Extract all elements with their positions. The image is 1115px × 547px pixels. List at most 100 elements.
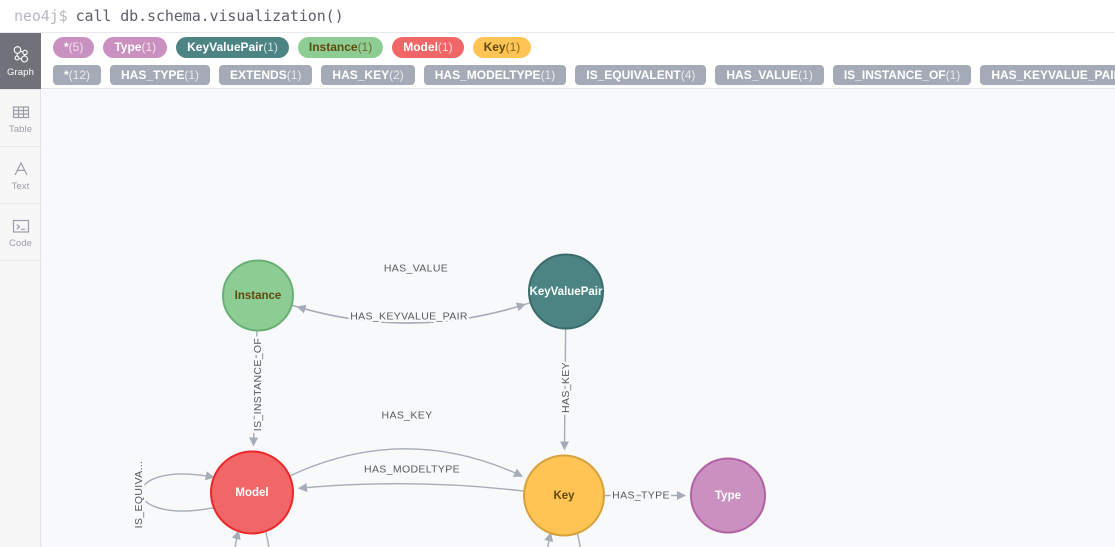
- query-prompt: neo4j$: [14, 7, 68, 25]
- chip-name: HAS_MODELTYPE: [434, 67, 541, 82]
- graph-node-instance[interactable]: Instance: [222, 259, 294, 332]
- sidebar-label-table: Table: [8, 123, 33, 135]
- chip-count: (1): [798, 67, 813, 82]
- edge-label-halo: IS_EQUIVA...: [133, 461, 145, 529]
- relationship-type-chip-has-type[interactable]: HAS_TYPE(1): [110, 64, 211, 85]
- chip-name: HAS_KEYVALUE_PAIR: [991, 67, 1115, 82]
- node-label-chip-model[interactable]: Model(1): [392, 36, 464, 58]
- chip-name: *: [64, 67, 69, 82]
- relationship-type-chip-has-modeltype[interactable]: HAS_MODELTYPE(1): [423, 64, 567, 85]
- node-circle[interactable]: [528, 253, 604, 330]
- sidebar-item-graph[interactable]: Graph: [0, 33, 41, 90]
- node-label-chip-[interactable]: *(5): [53, 36, 95, 58]
- relationship-type-chip-[interactable]: *(12): [53, 64, 102, 85]
- edge-is-equivalent-model[interactable]: IS_EQUIVA...IS_EQUIVA...: [131, 458, 215, 531]
- graph-node-model[interactable]: Model: [210, 450, 294, 535]
- chip-name: HAS_KEY: [332, 67, 390, 82]
- edge-label-halo: HAS_MODELTYPE: [364, 464, 460, 476]
- chip-count: (1): [540, 67, 556, 82]
- edge-path: [559, 329, 570, 451]
- relationship-type-chip-is-instance-of[interactable]: IS_INSTANCE_OF(1): [832, 64, 972, 85]
- node-label: KeyValuePair: [530, 286, 603, 298]
- node-label: Model: [235, 487, 268, 499]
- edge-path: [290, 448, 524, 477]
- chip-count: (1): [437, 39, 453, 54]
- relationship-type-chip-extends[interactable]: EXTENDS(1): [219, 64, 313, 85]
- sidebar-item-code[interactable]: Code: [0, 204, 41, 261]
- edge-path: [140, 471, 215, 512]
- table-icon: [11, 102, 31, 122]
- result-body: Graph Table Text: [0, 33, 1115, 547]
- edge-label: HAS_VALUE: [384, 263, 448, 275]
- relationship-type-chip-has-value[interactable]: HAS_VALUE(1): [715, 64, 824, 85]
- chip-count: (1): [141, 39, 157, 54]
- node-label: Instance: [235, 290, 282, 302]
- chip-name: EXTENDS: [230, 67, 287, 82]
- chip-count: (1): [357, 39, 373, 54]
- graph-node-type[interactable]: Type: [690, 457, 766, 534]
- edge-label: HAS_KEY: [560, 362, 572, 413]
- sidebar-label-graph: Graph: [7, 66, 34, 78]
- chip-count: (1): [505, 39, 521, 54]
- node-label-chip-instance[interactable]: Instance(1): [297, 36, 384, 58]
- edge-label: HAS_MODELTYPE: [364, 464, 460, 476]
- relationship-type-chip-has-keyvalue-pair[interactable]: HAS_KEYVALUE_PAIR(1): [980, 64, 1115, 85]
- node-label: Type: [715, 490, 741, 502]
- query-bar[interactable]: neo4j$ call db.schema.visualization(): [0, 0, 1115, 33]
- node-label-chip-type[interactable]: Type(1): [103, 36, 168, 58]
- edge-label: IS_INSTANCE_OF: [252, 338, 264, 431]
- edge-path: [249, 331, 259, 447]
- node-circle[interactable]: [523, 454, 605, 537]
- chip-count: (12): [68, 67, 91, 82]
- text-icon: [11, 159, 31, 179]
- edge-label: IS_EQUIVA...: [133, 461, 145, 529]
- edge-label: HAS_KEYVALUE_PAIR: [350, 311, 468, 323]
- chip-name: IS_INSTANCE_OF: [843, 67, 946, 82]
- relationship-type-chip-has-key[interactable]: HAS_KEY(2): [321, 64, 415, 85]
- node-label: Key: [553, 490, 575, 502]
- graph-node-key[interactable]: Key: [523, 454, 605, 537]
- edge-label-halo: IS_INSTANCE_OF: [252, 338, 264, 431]
- chip-name: Model: [403, 39, 438, 54]
- graph-icon: [11, 45, 31, 65]
- chip-count: (1): [184, 67, 200, 82]
- chip-name: Key: [483, 39, 506, 54]
- graph-visualization[interactable]: HAS_VALUEHAS_VALUEHAS_KEYVALUE_PAIRHAS_K…: [41, 89, 1115, 547]
- chip-count: (1): [945, 67, 961, 82]
- chip-count: (2): [389, 67, 404, 82]
- edge-label-halo: HAS_KEY: [560, 362, 572, 413]
- sidebar-item-text[interactable]: Text: [0, 147, 41, 204]
- code-icon: [11, 216, 31, 236]
- node-circle[interactable]: [690, 457, 766, 534]
- graph-node-keyvaluepair[interactable]: KeyValuePair: [528, 253, 604, 330]
- chip-name: Instance: [308, 39, 358, 54]
- chip-name: Type: [114, 39, 142, 54]
- chip-name: HAS_TYPE: [121, 67, 185, 82]
- chip-name: KeyValuePair: [187, 39, 264, 54]
- edge-path: [292, 302, 526, 324]
- sidebar-label-code: Code: [8, 237, 33, 249]
- chip-count: (1): [263, 39, 278, 54]
- graph-panel: *(5)Type(1)KeyValuePair(1)Instance(1)Mod…: [41, 33, 1115, 547]
- node-circle[interactable]: [210, 450, 294, 535]
- node-circle[interactable]: [222, 259, 294, 332]
- edge-path: [297, 482, 524, 493]
- edge-label-halo: HAS_TYPE: [612, 490, 670, 502]
- edge-label-halo: HAS_KEYVALUE_PAIR: [350, 311, 468, 323]
- edge-label: HAS_TYPE: [612, 490, 670, 502]
- relationship-type-chip-is-equivalent[interactable]: IS_EQUIVALENT(4): [575, 64, 707, 85]
- chip-name: *: [64, 39, 69, 54]
- sidebar-item-table[interactable]: Table: [0, 90, 41, 147]
- chip-name: HAS_VALUE: [726, 67, 799, 82]
- node-label-chip-key[interactable]: Key(1): [472, 36, 532, 58]
- node-label-chip-keyvaluepair[interactable]: KeyValuePair(1): [176, 36, 289, 58]
